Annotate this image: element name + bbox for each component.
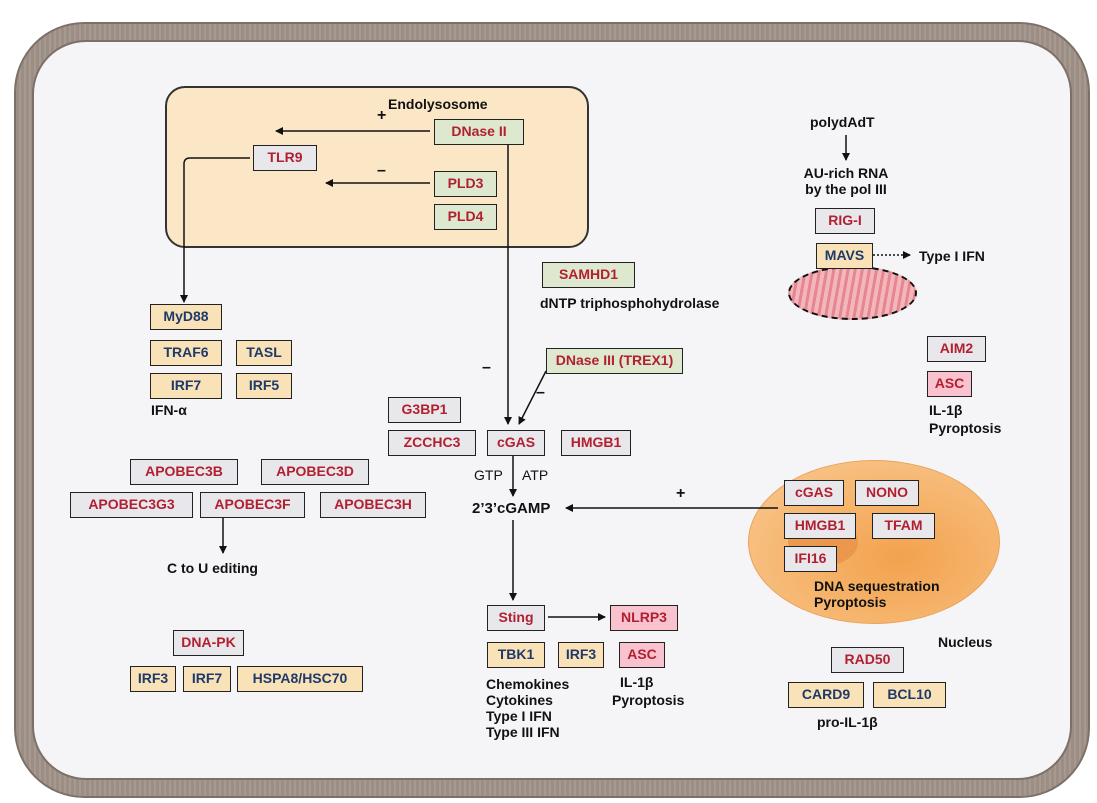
gtp-label: GTP [474, 467, 503, 483]
tbk1-box: TBK1 [487, 642, 545, 668]
cgamp-label: 2’3’cGAMP [472, 500, 551, 517]
tlr9-box: TLR9 [253, 145, 317, 171]
pld3-box: PLD3 [434, 171, 497, 197]
nono-box: NONO [855, 480, 919, 506]
mavs-box: MAVS [816, 243, 873, 269]
arrow-trex1-to-cgas [518, 370, 547, 425]
nucleus-label: Nucleus [938, 634, 993, 650]
au-rich-label: AU-rich RNA [803, 165, 889, 181]
il1b-label-sting: IL-1β [620, 674, 654, 690]
type3-ifn-label: Type III IFN [486, 724, 560, 740]
ifi16-box: IFI16 [784, 546, 837, 572]
pyroptosis-label-aim2: Pyroptosis [929, 420, 1002, 436]
dnapk-box: DNA-PK [173, 630, 244, 656]
pro-il1b-label: pro-IL-1β [817, 714, 878, 730]
card9-box: CARD9 [788, 682, 864, 708]
arrow-tlr9-to-myd88 [180, 157, 250, 303]
c-to-u-label: C to U editing [167, 560, 258, 576]
ifn-alpha-label: IFN-α [151, 402, 187, 418]
rigi-box: RIG-I [815, 208, 875, 234]
aim2-box: AIM2 [927, 336, 986, 362]
pld4-box: PLD4 [434, 204, 497, 230]
sting-box: Sting [487, 605, 545, 631]
atp-label: ATP [522, 467, 549, 483]
irf3-box: IRF3 [130, 666, 176, 692]
zcchc3-box: ZCCHC3 [388, 430, 476, 456]
tasl-box: TASL [236, 340, 292, 366]
hmgb1-box: HMGB1 [561, 430, 631, 456]
irf5-box: IRF5 [236, 373, 292, 399]
apobec3h-box: APOBEC3H [320, 492, 426, 518]
cgas-box: cGAS [487, 430, 545, 456]
pol3-label: by the pol III [805, 181, 887, 197]
nuclear-hmgb1-box: HMGB1 [784, 513, 856, 539]
tfam-box: TFAM [872, 513, 935, 539]
cytokines-label: Cytokines [486, 692, 553, 708]
nuclear-cgas-box: cGAS [784, 480, 844, 506]
endolysosome-label: Endolysosome [388, 96, 488, 112]
plus-sign: + [377, 107, 387, 124]
apobec3b-box: APOBEC3B [130, 459, 238, 485]
type1-ifn-mavs-label: Type I IFN [919, 248, 985, 264]
nlrp3-box: NLRP3 [610, 605, 678, 631]
apobec3d-box: APOBEC3D [261, 459, 369, 485]
plus-sign-nucleus: + [676, 485, 686, 502]
pyroptosis-label-nucleus: Pyroptosis [814, 594, 887, 610]
irf7-box-dnapk: IRF7 [183, 666, 231, 692]
endolysosome-compartment [165, 86, 589, 248]
dnase2-box: DNase II [434, 119, 524, 145]
rad50-box: RAD50 [831, 647, 904, 673]
trex1-box: DNase III (TREX1) [546, 348, 683, 374]
traf6-box: TRAF6 [150, 340, 222, 366]
minus-sign: – [377, 162, 386, 179]
apobec3g3-box: APOBEC3G3 [70, 492, 193, 518]
g3bp1-box: G3BP1 [388, 397, 461, 423]
irf7-box: IRF7 [150, 373, 222, 399]
apobec3f-box: APOBEC3F [200, 492, 305, 518]
polydadt-label: polydAdT [810, 114, 875, 130]
dntp-label: dNTP triphosphohydrolase [540, 295, 720, 311]
myd88-box: MyD88 [150, 304, 222, 330]
irf3-box-sting: IRF3 [558, 642, 604, 668]
minus-sign-trex1: – [536, 384, 545, 401]
asc-box-sting: ASC [619, 642, 665, 668]
type1-ifn-label: Type I IFN [486, 708, 552, 724]
hspa8-box: HSPA8/HSC70 [237, 666, 363, 692]
il1b-label-aim2: IL-1β [929, 402, 963, 418]
dna-sequestration-label: DNA sequestration [814, 578, 940, 594]
asc-box-aim2: ASC [927, 371, 972, 397]
minus-sign-cgas: – [482, 359, 491, 376]
pyroptosis-label-sting: Pyroptosis [612, 692, 685, 708]
bcl10-box: BCL10 [873, 682, 946, 708]
chemokines-label: Chemokines [486, 676, 570, 692]
samhd1-box: SAMHD1 [542, 262, 635, 288]
